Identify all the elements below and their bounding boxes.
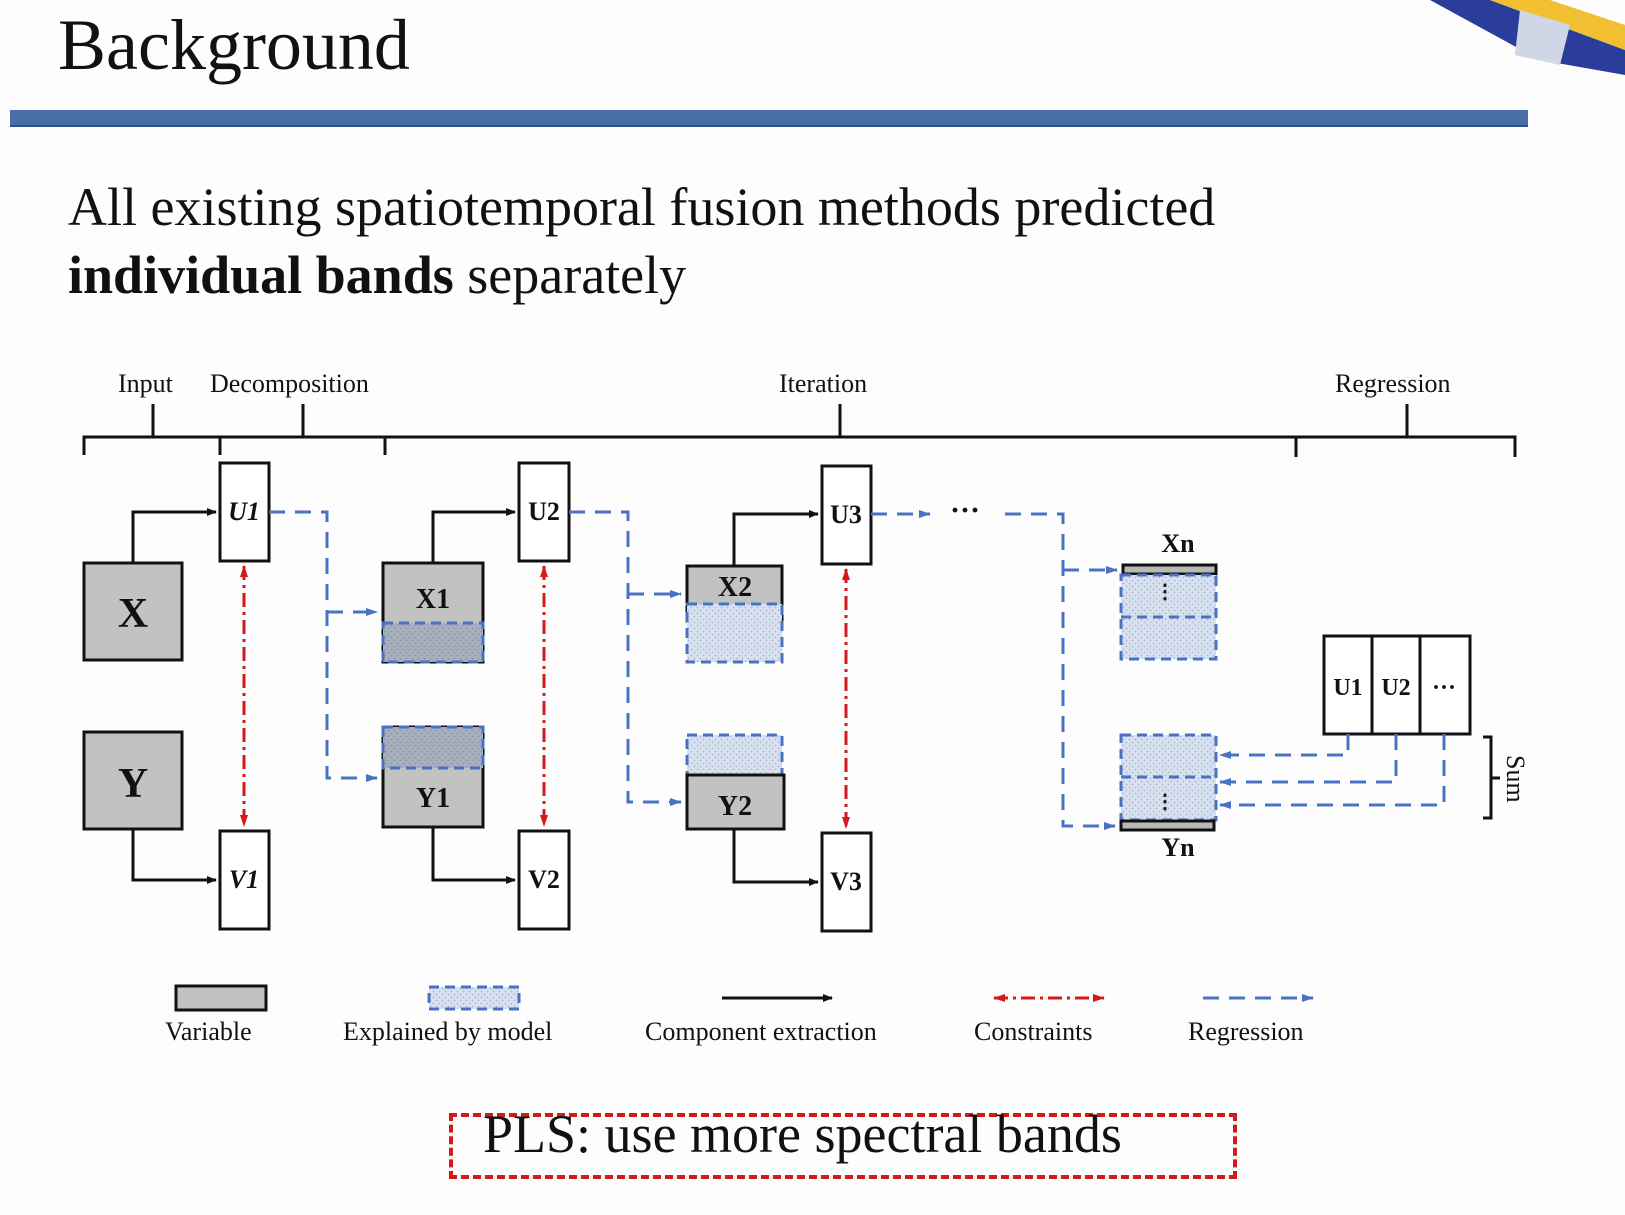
title-divider-bar xyxy=(10,110,1528,127)
legend-constraints-label: Constraints xyxy=(974,1017,1092,1046)
component-v3-box xyxy=(820,831,873,933)
explained-xn xyxy=(1119,573,1218,661)
stage-braces xyxy=(82,404,1517,457)
legend-regression-label: Regression xyxy=(1188,1017,1304,1046)
regression-u1-label: U1 xyxy=(1333,675,1362,701)
svg-text:⋮: ⋮ xyxy=(1155,581,1175,603)
variable-y-label: Y xyxy=(118,761,148,807)
legend-explained-label: Explained by model xyxy=(343,1017,552,1046)
regression-ellipsis-label: ··· xyxy=(1432,675,1456,701)
component-v1-label: V1 xyxy=(229,865,259,894)
pls-callout-text: PLS: use more spectral bands xyxy=(483,1104,1122,1164)
component-u2-box xyxy=(517,461,571,563)
component-extraction-arrows xyxy=(131,508,819,886)
explained-x2 xyxy=(685,602,784,664)
variable-y1-label: Y1 xyxy=(416,783,450,814)
component-u1-box xyxy=(218,461,271,563)
variable-x1-label: X1 xyxy=(416,584,450,615)
component-v1-box xyxy=(218,829,271,931)
regression-u2-label: U2 xyxy=(1381,675,1410,701)
component-u3-label: U3 xyxy=(830,500,862,529)
stage-label-regression: Regression xyxy=(1335,369,1451,398)
component-v2-label: V2 xyxy=(528,865,560,894)
legend-explained-swatch xyxy=(427,985,521,1011)
variable-yn-label: Yn xyxy=(1161,833,1195,862)
intro-line-2: individual bands separately xyxy=(68,244,686,306)
sum-label: Sum xyxy=(1501,755,1530,803)
component-u2-label: U2 xyxy=(528,497,560,526)
sum-brace xyxy=(1483,735,1500,820)
variable-yn-box xyxy=(1119,819,1216,832)
explained-x1 xyxy=(381,621,485,664)
component-v3-label: V3 xyxy=(830,867,862,896)
variable-x-label: X xyxy=(118,591,148,637)
explained-y1 xyxy=(381,725,485,770)
variable-y2-box xyxy=(685,773,786,831)
pls-callout-box: PLS: use more spectral bands xyxy=(449,1104,1237,1179)
intro-line-1: All existing spatiotemporal fusion metho… xyxy=(68,177,1216,237)
regression-components-box xyxy=(1322,634,1472,736)
legend-variable-swatch xyxy=(174,984,268,1012)
regression-arrows xyxy=(269,510,1446,830)
svg-text:⋮: ⋮ xyxy=(1155,791,1175,813)
variable-x2-label: X2 xyxy=(718,572,752,603)
logo-corner-graphic xyxy=(1430,0,1625,75)
component-v2-box xyxy=(517,829,571,931)
constraint-arrows xyxy=(240,565,850,829)
variable-xn-box xyxy=(1121,563,1218,576)
stage-label-iteration: Iteration xyxy=(779,369,867,398)
variable-y2-label: Y2 xyxy=(718,791,752,822)
stage-label-input: Input xyxy=(118,369,174,398)
legend-variable-label: Variable xyxy=(165,1017,252,1046)
component-u1-label: U1 xyxy=(228,497,260,526)
stage-label-decomposition: Decomposition xyxy=(210,369,369,398)
legend-extraction-label: Component extraction xyxy=(645,1017,877,1046)
slide-title: Background xyxy=(58,5,410,85)
intro-bold: individual bands xyxy=(68,245,454,305)
variable-xn-label: Xn xyxy=(1161,529,1195,558)
iteration-ellipsis: ··· xyxy=(950,494,980,527)
explained-yn xyxy=(1119,733,1218,822)
intro-rest: separately xyxy=(453,245,687,305)
pls-diagram: Input Decomposition Iteration Regression… xyxy=(82,369,1530,1046)
